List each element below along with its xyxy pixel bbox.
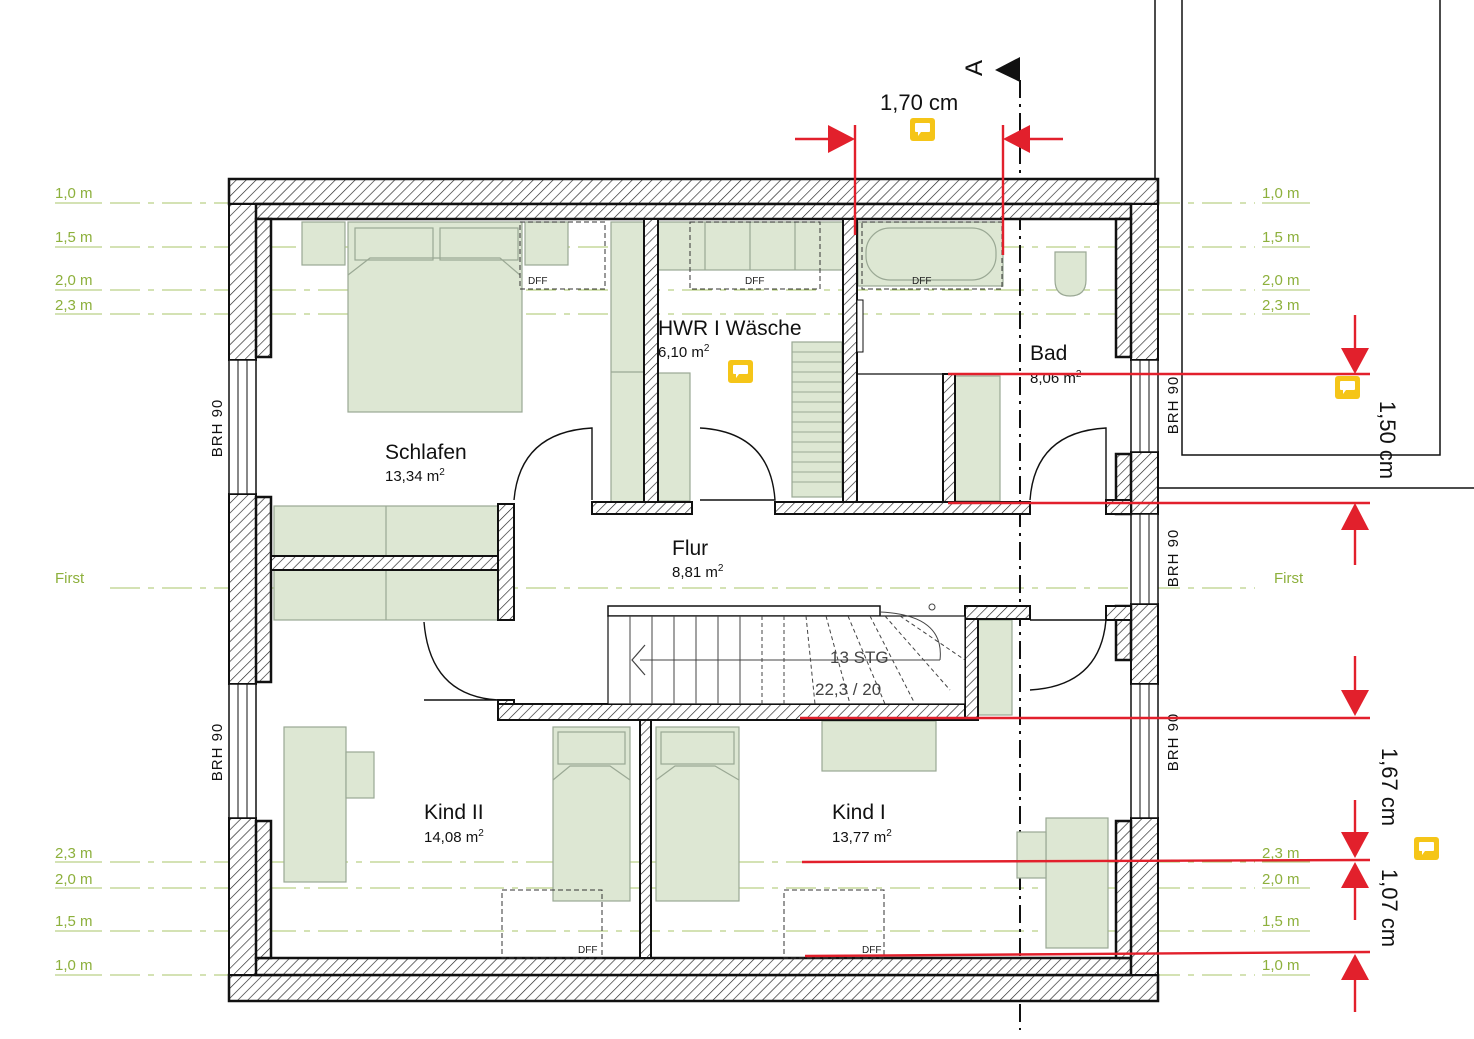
dimension-annotations: 1,70 cm 1,50 cm 1,67 cm 1,07 cm <box>795 90 1402 1012</box>
level-label: 1,5 m <box>55 229 93 246</box>
stair-rise: 22,3 / 20 <box>815 680 881 699</box>
skylight-label: DFF <box>862 945 881 956</box>
level-label: 2,0 m <box>55 272 93 289</box>
eave-bottom <box>227 973 1160 1003</box>
furniture <box>273 221 1109 949</box>
neighbour-outline <box>1154 0 1474 489</box>
dimension-right-3: 1,07 cm <box>1377 869 1402 947</box>
window-sill-label: BRH 90 <box>209 723 226 782</box>
skylight-label: DFF <box>745 276 764 287</box>
dimension-right-2: 1,67 cm <box>1377 748 1402 826</box>
level-label: 1,5 m <box>1262 229 1300 246</box>
window-sill-label: BRH 90 <box>209 399 226 458</box>
section-marker: A <box>961 60 988 76</box>
level-label-first: First <box>55 570 85 587</box>
level-label: 1,0 m <box>1262 185 1300 202</box>
doors <box>423 427 1107 701</box>
outer-walls <box>228 203 1159 976</box>
level-label: 1,0 m <box>55 957 93 974</box>
window-labels: BRH 90 BRH 90 BRH 90 BRH 90 BRH 90 <box>209 376 1182 782</box>
level-label: 2,3 m <box>55 297 93 314</box>
dimension-right-1: 1,50 cm <box>1375 401 1400 479</box>
room-name-hwr: HWR I Wäsche <box>658 317 802 340</box>
room-area-hwr: 6,10 m2 <box>658 343 710 361</box>
skylight-label: DFF <box>912 276 931 287</box>
room-name-flur: Flur <box>672 537 708 560</box>
level-label-first: First <box>1274 570 1304 587</box>
comment-icon[interactable] <box>1335 376 1360 399</box>
room-name-kind-2: Kind II <box>424 801 484 824</box>
level-labels-right: 1,0 m 1,5 m 2,0 m 2,3 m First 2,3 m 2,0 … <box>1262 185 1304 974</box>
skylight-label: DFF <box>578 945 597 956</box>
comment-icon[interactable] <box>728 360 753 383</box>
level-label: 1,0 m <box>1262 957 1300 974</box>
comment-icon[interactable] <box>910 118 935 141</box>
room-area-kind-1: 13,77 m2 <box>832 828 892 846</box>
knee-walls <box>254 202 1133 977</box>
level-labels-left: 1,0 m 1,5 m 2,0 m 2,3 m First 2,3 m 2,0 … <box>55 185 93 974</box>
level-label: 1,5 m <box>1262 913 1300 930</box>
level-label: 2,0 m <box>55 871 93 888</box>
level-label: 2,3 m <box>1262 845 1300 862</box>
window-sill-label: BRH 90 <box>1165 376 1182 435</box>
level-label: 2,0 m <box>1262 272 1300 289</box>
level-label: 2,0 m <box>1262 871 1300 888</box>
room-name-bad: Bad <box>1030 342 1067 365</box>
room-area-flur: 8,81 m2 <box>672 563 724 581</box>
room-name-kind-1: Kind I <box>832 801 886 824</box>
window-sill-label: BRH 90 <box>1165 529 1182 588</box>
skylight-label: DFF <box>528 276 547 287</box>
eave-top <box>227 177 1160 206</box>
staircase: 13 STG 22,3 / 20 <box>607 603 966 705</box>
interior-walls <box>270 218 1031 959</box>
level-label: 1,5 m <box>55 913 93 930</box>
level-label: 2,3 m <box>55 845 93 862</box>
stair-steps: 13 STG <box>830 648 889 667</box>
room-name-schlafen: Schlafen <box>385 441 467 464</box>
dimension-top: 1,70 cm <box>880 90 958 115</box>
window-sill-label: BRH 90 <box>1165 713 1182 772</box>
room-area-kind-2: 14,08 m2 <box>424 828 484 846</box>
level-label: 2,3 m <box>1262 297 1300 314</box>
room-area-bad: 8,06 m2 <box>1030 369 1082 387</box>
skylights: DFF DFF DFF DFF DFF <box>501 221 1003 959</box>
comment-icon[interactable] <box>1414 837 1439 860</box>
room-area-schlafen: 13,34 m2 <box>385 467 445 485</box>
comment-icons <box>728 118 1439 860</box>
section-line-a: A <box>961 57 1021 1030</box>
level-label: 1,0 m <box>55 185 93 202</box>
